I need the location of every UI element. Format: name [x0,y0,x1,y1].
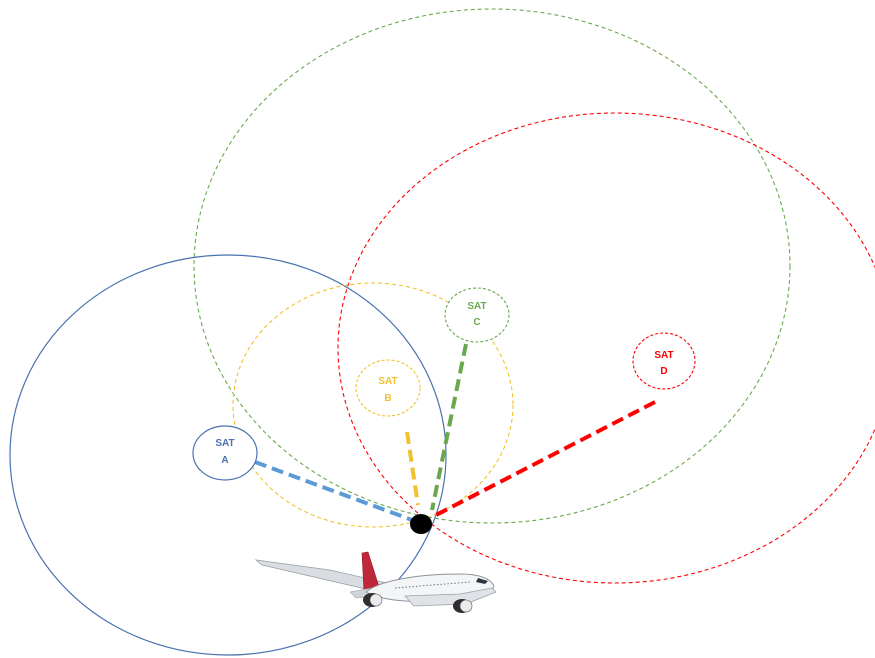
satellite-d-label-line2: D [660,366,667,377]
satellite-d: SAT D [632,332,696,390]
satellite-b-label-line1: SAT [378,376,397,387]
receiver-position-marker [410,514,432,534]
satellite-a-label-line1: SAT [215,438,234,449]
satellite-b: SAT B [355,359,421,417]
satellite-a: SAT A [192,425,258,481]
range-link-sat-a [254,460,413,522]
range-circle-sat-b [232,282,514,528]
range-link-sat-b [405,431,420,506]
satellite-c-label-line2: C [473,317,480,328]
satellite-d-label-line1: SAT [654,350,673,361]
satellite-b-label-line2: B [384,393,391,404]
airplane-icon [254,551,497,613]
satellite-c-label-line1: SAT [467,301,486,312]
satellite-a-label-line2: A [221,455,228,466]
range-circle-sat-d [337,112,875,584]
range-link-sat-d [435,400,656,517]
range-link-sat-c [430,343,468,511]
range-circle-sat-c [193,8,791,524]
range-circle-sat-a [9,254,447,656]
satellite-c: SAT C [444,287,510,343]
